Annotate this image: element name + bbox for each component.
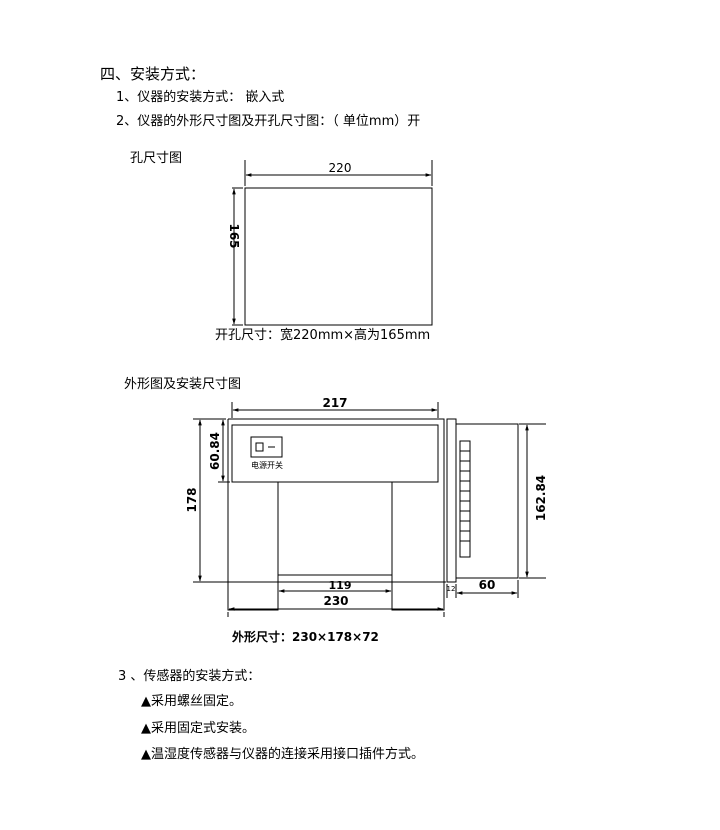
outline-drawing-title: 外形图及安装尺寸图 <box>124 377 242 392</box>
side-height-label: 162.84 <box>534 475 548 521</box>
cutout-caption: 开孔尺寸：宽220mm×高为165mm <box>215 328 431 343</box>
cutout-rectangle <box>244 187 433 326</box>
cutout-height-label: 165 <box>227 223 241 248</box>
cutout-drawing <box>232 160 433 326</box>
outline-side-view <box>446 418 546 598</box>
sensor-heading: 3 、传感器的安装方式： <box>118 669 261 684</box>
cutout-drawing-title: 孔尺寸图 <box>130 151 183 166</box>
switch-height-label: 60.84 <box>208 432 222 470</box>
cutout-width-label: 220 <box>329 161 352 175</box>
connector-strip <box>459 440 471 558</box>
top-width-label: 217 <box>322 396 347 410</box>
front-panel-edge <box>446 418 457 583</box>
top-panel <box>231 424 439 483</box>
notch-width-label: 119 <box>329 579 352 592</box>
sensor-bullet-fixed: ▲采用固定式安装。 <box>141 721 255 736</box>
dimension-drawing-line: 2、仪器的外形尺寸图及开孔尺寸图：（ 单位mm）开 <box>116 114 421 129</box>
sensor-bullet-screw: ▲采用螺丝固定。 <box>141 694 242 709</box>
side-housing <box>455 423 519 579</box>
install-method-line: 1、仪器的安装方式： 嵌入式 <box>116 90 285 105</box>
power-switch <box>250 436 283 458</box>
sensor-bullet-connector: ▲温湿度传感器与仪器的连接采用接口插件方式。 <box>141 747 424 762</box>
panel-thickness-label: 12 <box>447 585 456 593</box>
bottom-width-label: 230 <box>323 594 348 608</box>
outline-dimensions <box>193 402 445 617</box>
outline-caption: 外形尺寸：230×178×72 <box>232 630 379 644</box>
section-heading: 四、安装方式： <box>100 65 206 83</box>
switch-rocker <box>255 442 264 452</box>
side-depth-label: 60 <box>479 578 496 592</box>
left-height-label: 178 <box>185 487 199 512</box>
power-switch-label: 电源开关 <box>251 460 283 470</box>
